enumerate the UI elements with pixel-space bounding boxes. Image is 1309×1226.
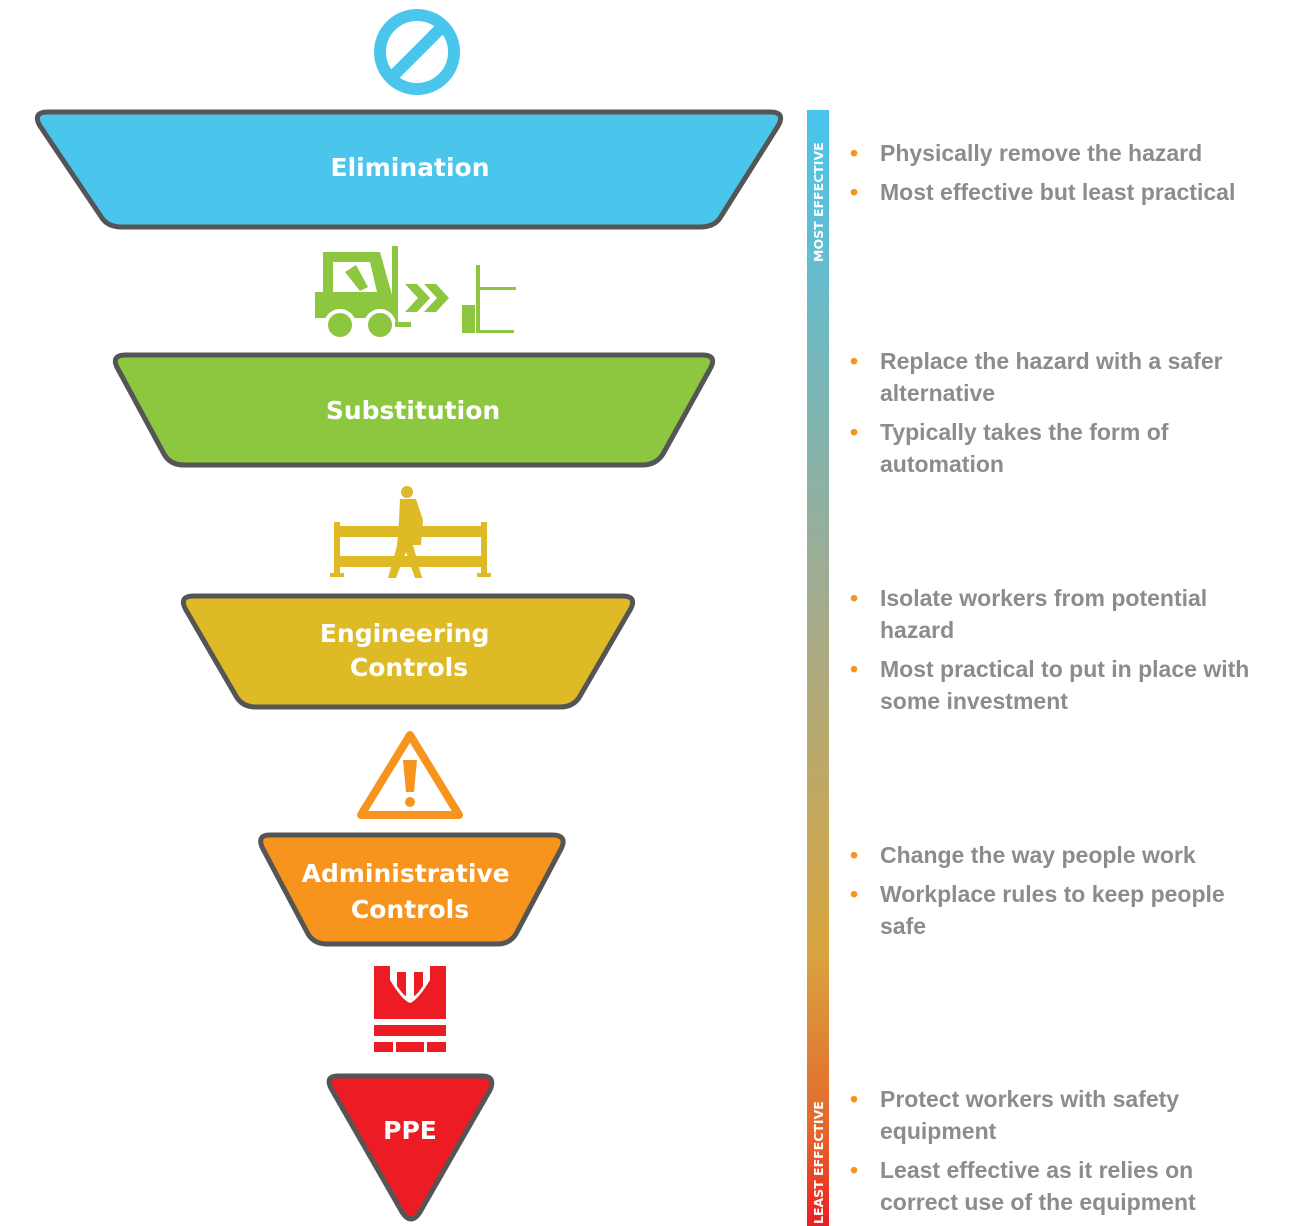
bullet-dot: •	[850, 585, 859, 611]
bullet-item: • Most practical to put in place with som…	[850, 653, 1270, 717]
bullet-dot: •	[850, 1157, 859, 1183]
bullet-text: Change the way people work	[880, 842, 1196, 868]
bullet-text: Most effective but least practical	[880, 179, 1236, 205]
administrative-controls-bullets: • Change the way people work • Workplace r…	[850, 839, 1270, 949]
bullet-dot: •	[850, 656, 859, 682]
bullet-item: • Protect workers with safety equipment	[850, 1083, 1270, 1147]
bullet-text: Typically takes the form of automation	[880, 419, 1169, 477]
bullet-dot: •	[850, 1086, 859, 1112]
barrier-worker-icon	[330, 486, 491, 578]
ppe-bullets: • Protect workers with safety equipment •…	[850, 1083, 1270, 1225]
tier-administrative-controls-label-line-1: Administrative	[302, 859, 510, 888]
bullet-item: • Replace the hazard with a safer alterna…	[850, 345, 1270, 409]
bullet-item: • Physically remove the hazard	[850, 137, 1290, 169]
tier-elimination: Elimination	[34, 109, 784, 230]
bullet-text: Isolate workers from potential hazard	[880, 585, 1208, 643]
substitution-bullets: • Replace the hazard with a safer alterna…	[850, 345, 1270, 487]
bullet-text: Replace the hazard with a safer alternat…	[880, 348, 1223, 406]
bullet-text: Workplace rules to keep people safe	[880, 881, 1225, 939]
tier-administrative-controls: Administrative Controls	[258, 832, 566, 947]
effectiveness-gauge: MOST EFFECTIVE LEAST EFFECTIVE	[807, 110, 829, 1226]
prohibited-icon	[374, 9, 460, 95]
bullet-item: • Isolate workers from potential hazard	[850, 582, 1270, 646]
tier-engineering-controls: Engineering Controls	[180, 593, 636, 710]
bullet-item: • Typically takes the form of automation	[850, 416, 1270, 480]
bullet-dot: •	[850, 348, 859, 374]
tier-elimination-label: Elimination	[331, 153, 490, 182]
tier-ppe-label-line-1: PPE	[383, 1116, 437, 1145]
tier-substitution-shape	[112, 352, 716, 468]
effectiveness-gradient-bar	[807, 110, 829, 1226]
bullet-text: Physically remove the hazard	[880, 140, 1203, 166]
bullet-dot: •	[850, 179, 859, 205]
tier-administrative-controls-label-line-2: Controls	[351, 895, 469, 924]
tier-substitution: Substitution	[112, 352, 716, 468]
bullet-item: • Workplace rules to keep people safe	[850, 878, 1270, 942]
tier-administrative-controls-shape	[258, 832, 566, 947]
tier-engineering-controls-label-line-1: Engineering	[320, 619, 490, 648]
tier-elimination-shape	[34, 109, 784, 230]
safety-vest-icon	[374, 966, 446, 1056]
tier-engineering-controls-shape	[180, 593, 636, 710]
bullet-item: • Change the way people work	[850, 839, 1270, 871]
forklift-replace-icon	[315, 246, 516, 341]
most-effective-label: MOST EFFECTIVE	[811, 142, 826, 262]
tier-substitution-label-line-1: Substitution	[326, 396, 500, 425]
tier-engineering-controls-label: Engineering Controls	[320, 619, 498, 682]
tier-ppe-shape	[326, 1073, 495, 1222]
warning-icon	[357, 731, 463, 819]
bullet-dot: •	[850, 842, 859, 868]
bullet-dot: •	[850, 140, 859, 166]
bullet-text: Most practical to put in place with some…	[880, 656, 1250, 714]
bullet-item: • Most effective but least practical	[850, 176, 1290, 208]
tier-ppe-label: PPE	[383, 1116, 437, 1145]
tier-engineering-controls-label-line-2: Controls	[350, 653, 468, 682]
engineering-controls-bullets: • Isolate workers from potential hazard •…	[850, 582, 1270, 724]
bullet-text: Least effective as it relies on correct …	[880, 1157, 1196, 1215]
bullet-dot: •	[850, 419, 859, 445]
elimination-bullets: • Physically remove the hazard • Most effe…	[850, 137, 1290, 215]
tier-administrative-controls-label: Administrative Controls	[302, 859, 519, 924]
tier-ppe: PPE	[326, 1073, 495, 1222]
bullet-item: • Least effective as it relies on correct…	[850, 1154, 1270, 1218]
least-effective-label: LEAST EFFECTIVE	[811, 1101, 826, 1224]
tier-elimination-label-line-1: Elimination	[331, 153, 490, 182]
bullet-text: Protect workers with safety equipment	[880, 1086, 1180, 1144]
tier-substitution-label: Substitution	[326, 396, 500, 425]
bullet-dot: •	[850, 881, 859, 907]
